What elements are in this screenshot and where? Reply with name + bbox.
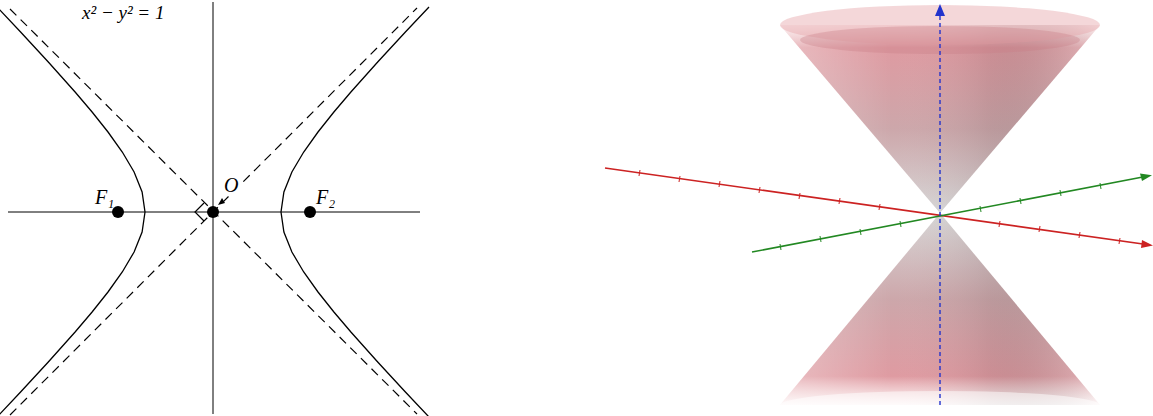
origin-label: O	[222, 174, 240, 196]
axis-ticks	[780, 183, 1101, 250]
asymptote	[10, 8, 417, 415]
equation-label: x² − y² = 1	[80, 3, 166, 24]
z-axis-3d	[939, 14, 940, 405]
x-axis-3d	[605, 168, 1150, 245]
hyperbola-branch	[0, 7, 145, 416]
focus-label: F₂	[314, 186, 337, 208]
origin-point	[207, 206, 219, 218]
axis-arrowhead	[1141, 240, 1153, 248]
hyperbola-figure	[0, 2, 429, 416]
y-axis-3d	[752, 176, 1148, 252]
axis-arrowhead	[1140, 174, 1152, 182]
focus-label: F₁	[93, 186, 116, 208]
axis-arrowhead	[935, 4, 945, 16]
focus-point	[304, 206, 316, 218]
pointer-arrow	[218, 198, 225, 205]
asymptote	[10, 9, 417, 414]
double-cone-figure	[605, 4, 1153, 416]
axis-ticks	[639, 170, 1120, 244]
right-angle-mark	[195, 203, 204, 221]
hyperbola-branch	[281, 7, 429, 416]
